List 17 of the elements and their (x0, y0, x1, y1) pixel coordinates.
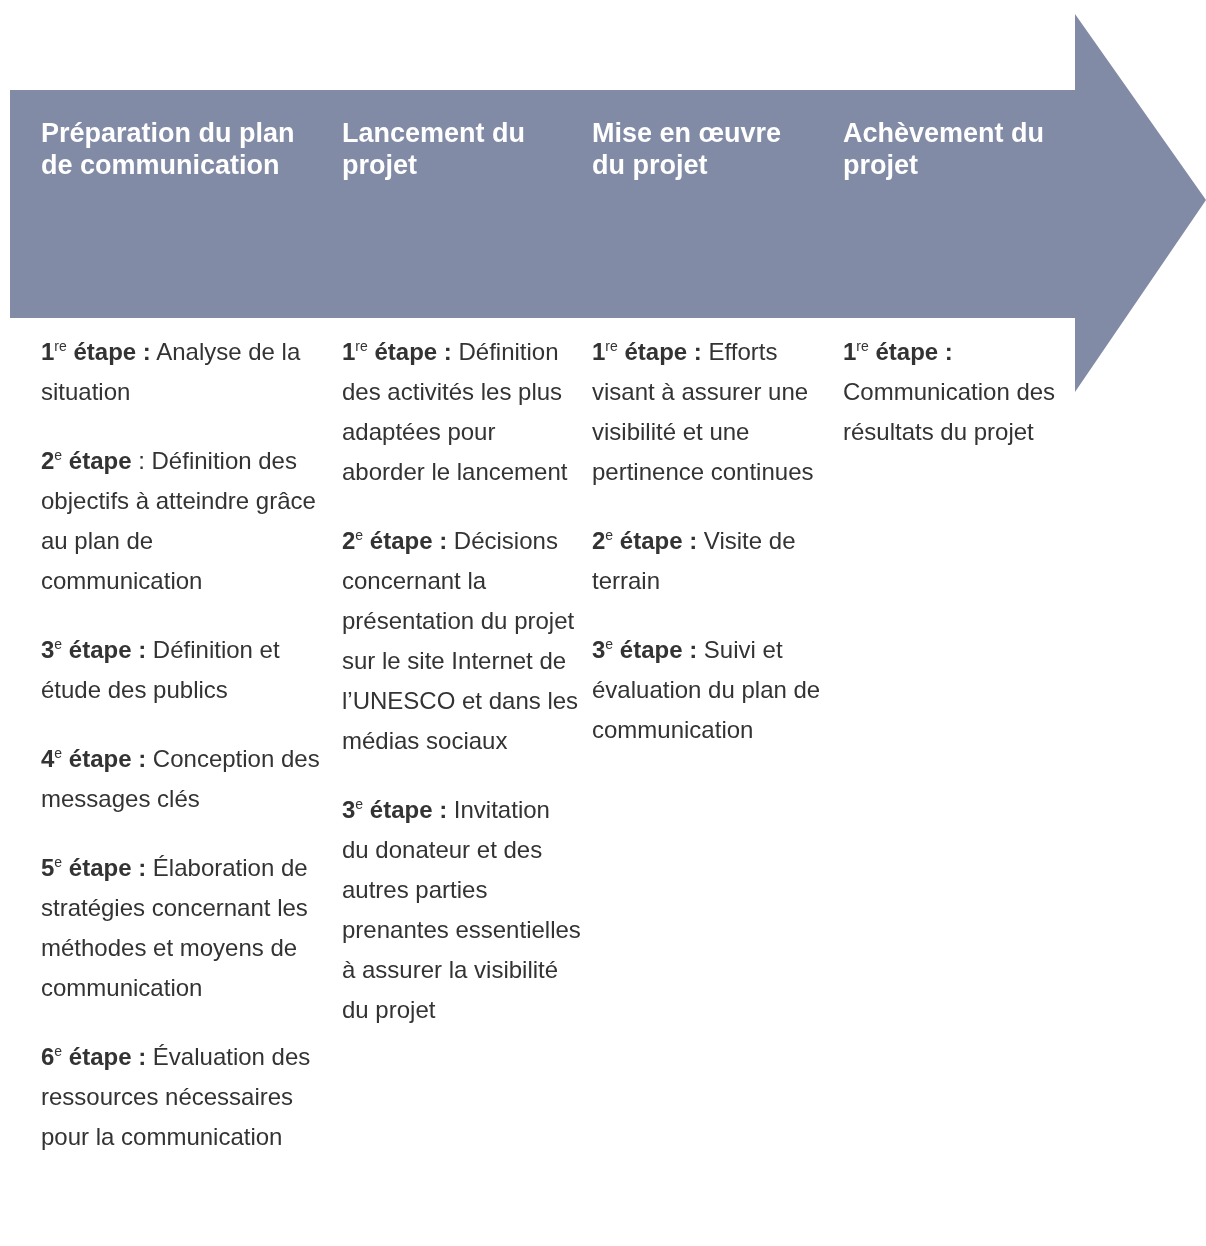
step-text: 2$^{e}$ étape : Décisions concernant la présentation du projet sur le site Internet de l’UNESCO et dans les médias sociaux (342, 526, 580, 756)
phase-heading: Lancement du projet (342, 117, 527, 181)
step-text: 3$^{e}$ étape : Invitation du donateur et des autres parties prenantes essentielles à assurer la visibilité du projet (342, 795, 582, 1025)
phase-heading: Achèvement du projet (843, 117, 1046, 181)
phase-heading: Mise en œuvre du projet (592, 117, 783, 181)
step-text: 2$^{e}$ étape : Définition des objectifs à atteindre grâce au plan de communication (41, 446, 317, 596)
step-text: 1$^{re}$ étape : Définition des activités les plus adaptées pour aborder le lancement (342, 337, 569, 487)
phase-heading: Préparation du plan de communication (41, 117, 296, 181)
step-text: 1$^{re}$ étape : Efforts visant à assurer une visibilité et une pertinence continues (592, 337, 815, 487)
step-text: 3$^{e}$ étape : Suivi et évaluation du plan de communication (592, 635, 822, 745)
step-text: 3$^{e}$ étape : Définition et étude des publics (41, 635, 281, 705)
step-text: 1$^{re}$ étape : Communication des résultats du projet (843, 337, 1057, 447)
step-text: 4$^{e}$ étape : Conception des messages clés (41, 744, 321, 814)
step-text: 6$^{e}$ étape : Évaluation des ressources nécessaires pour la communication (41, 1042, 312, 1152)
step-text: 5$^{e}$ étape : Élaboration de stratégies concernant les méthodes et moyens de communication (41, 853, 309, 1003)
step-text: 1$^{re}$ étape : Analyse de la situation (41, 337, 302, 407)
step-text: 2$^{e}$ étape : Visite de terrain (592, 526, 797, 596)
